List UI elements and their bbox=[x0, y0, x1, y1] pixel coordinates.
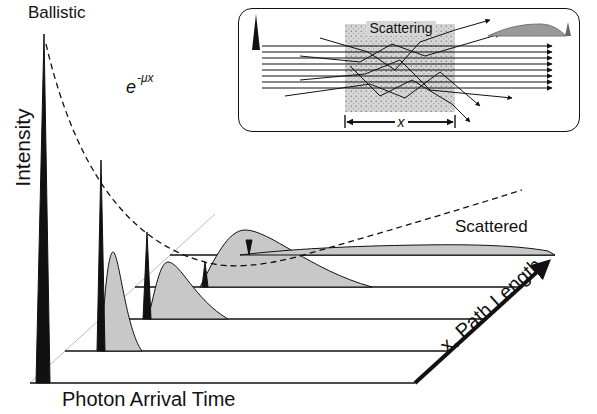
inset-illustration bbox=[252, 14, 571, 128]
curve-label: Scattered bbox=[455, 218, 528, 237]
peak-label: Ballistic bbox=[28, 4, 86, 23]
formula-exponent: -μx bbox=[137, 72, 154, 85]
region-label: Scattering bbox=[366, 21, 435, 36]
pulse-traces bbox=[36, 34, 555, 383]
axis-title: Photon Arrival Time bbox=[62, 388, 235, 410]
axis-title: Intensity bbox=[10, 109, 33, 187]
inset-box: Scattering x bbox=[238, 8, 580, 132]
dimension-label: x bbox=[395, 115, 408, 130]
axis-title: x, Path Length bbox=[435, 254, 546, 357]
plot-axes bbox=[30, 214, 555, 383]
formula-base: e bbox=[126, 78, 136, 98]
